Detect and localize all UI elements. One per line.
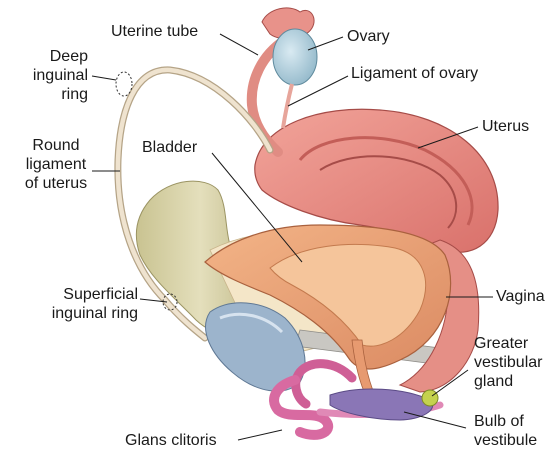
label-greater-vestibular-gland: Greater vestibular gland <box>474 335 543 390</box>
label-superficial-inguinal-ring: Superficial inguinal ring <box>51 286 138 322</box>
uterus-cavity <box>319 155 458 229</box>
deep-inguinal-ring-marker <box>115 71 133 97</box>
label-round-ligament: Round ligament of uterus <box>24 137 88 192</box>
leader-ovary <box>307 36 344 51</box>
label-uterus: Uterus <box>482 118 530 135</box>
uterus-wall-layer <box>298 136 474 226</box>
ligament-of-ovary <box>281 83 294 129</box>
superficial-inguinal-ring-marker <box>162 293 178 311</box>
label-vagina: Vagina <box>496 288 545 305</box>
uterus-body <box>254 108 499 253</box>
label-bulb-of-vestibule: Bulb of vestibule <box>474 413 538 449</box>
label-ovary: Ovary <box>347 28 390 45</box>
leader-superficial-inguinal-ring <box>139 298 168 303</box>
leader-glans-clitoris <box>237 429 283 441</box>
leader-greater-vestibular-gland <box>431 369 469 397</box>
leader-ligament-of-ovary <box>287 75 349 107</box>
label-glans-clitoris: Glans clitoris <box>125 432 217 449</box>
label-uterine-tube: Uterine tube <box>111 23 199 40</box>
bladder-lumen <box>269 244 427 347</box>
leader-uterus <box>417 126 479 149</box>
greater-vestibular-gland-shape <box>421 389 439 407</box>
leader-bulb-of-vestibule <box>403 411 467 429</box>
label-bladder: Bladder <box>142 139 198 156</box>
glans-clitoris-shape <box>269 375 334 440</box>
leader-deep-inguinal-ring <box>91 75 117 81</box>
clitoris-body <box>291 359 357 409</box>
leader-bladder <box>211 152 303 263</box>
ovary-shape <box>272 28 318 86</box>
label-deep-inguinal-ring: Deep inguinal ring <box>32 48 88 103</box>
leader-uterine-tube <box>219 33 259 56</box>
label-ligament-of-ovary: Ligament of ovary <box>351 65 479 82</box>
